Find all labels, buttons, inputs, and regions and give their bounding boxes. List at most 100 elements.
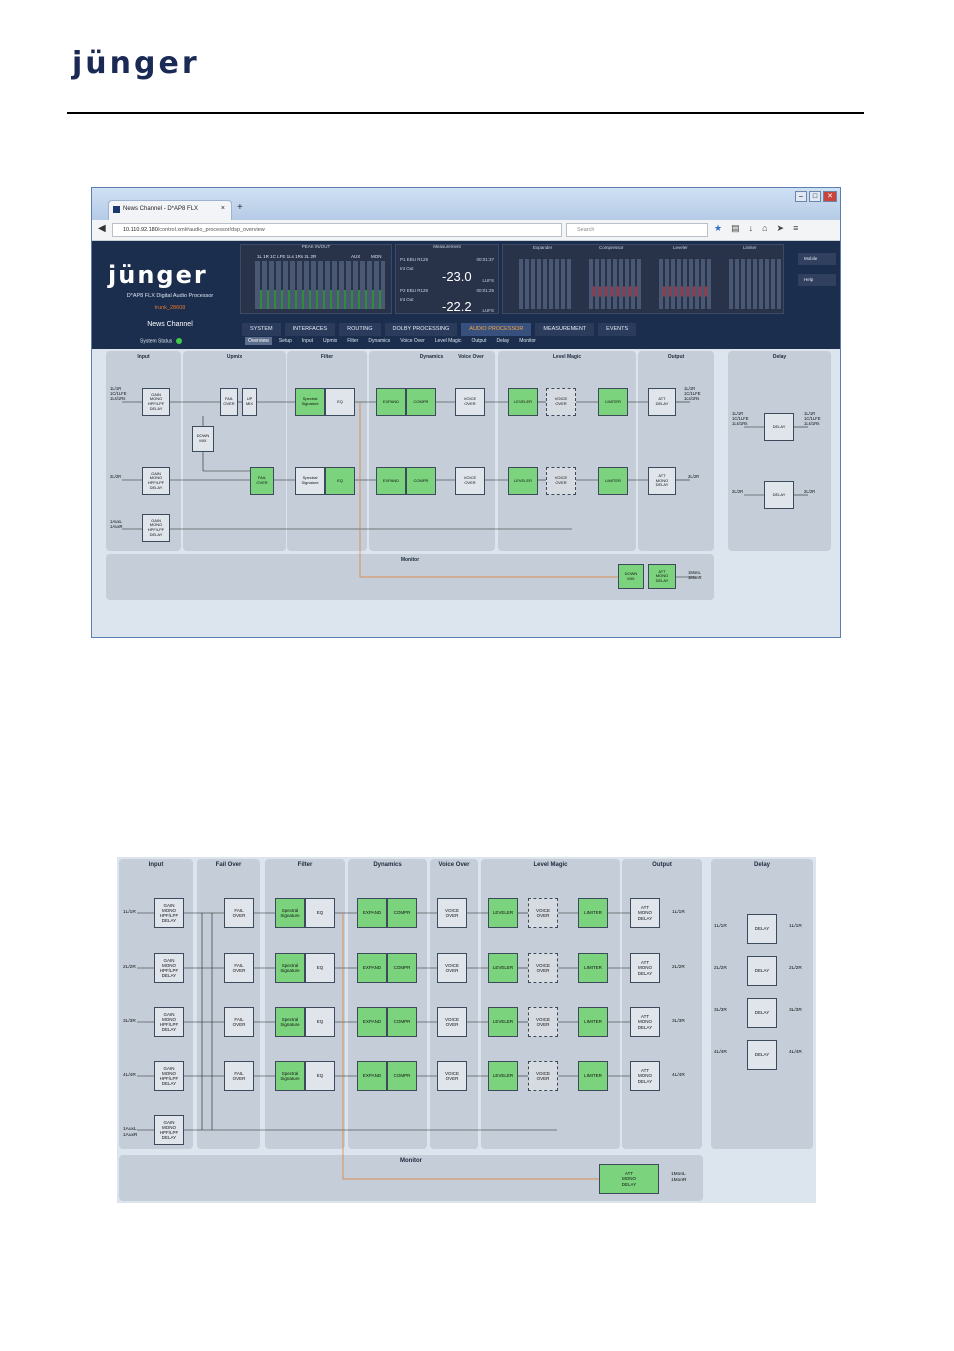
gain-block-2[interactable]: GAIN MONO HPF/LPF DELAY <box>142 467 170 495</box>
gain-block-3[interactable]: GAIN MONO HPF/LPF DELAY <box>142 514 170 542</box>
gain-block-aux[interactable]: GAIN MONO HPF/LPF DELAY <box>154 1115 184 1145</box>
bookmark-star-icon[interactable]: ★ <box>714 223 732 233</box>
minimize-icon[interactable]: – <box>795 191 807 202</box>
voiceover-block[interactable]: VOICE OVER <box>437 953 467 983</box>
failover-block[interactable]: FAIL OVER <box>224 898 254 928</box>
limiter-block[interactable]: LIMITER <box>578 1061 608 1091</box>
menu-item-interfaces[interactable]: INTERFACES <box>284 323 336 336</box>
voiceover-block-dash[interactable]: VOICE OVER <box>528 1007 558 1037</box>
leveler-block[interactable]: LEVELER <box>488 1007 518 1037</box>
att-block[interactable]: ATT DELAY <box>648 388 676 416</box>
home-icon[interactable]: ⌂ <box>762 223 777 233</box>
menu-item-routing[interactable]: ROUTING <box>339 323 381 336</box>
failover-block[interactable]: FAIL OVER <box>224 953 254 983</box>
eq-block[interactable]: EQ <box>305 1007 335 1037</box>
compr-block-2[interactable]: COMPR <box>406 467 436 495</box>
voiceover-block[interactable]: VOICE OVER <box>455 388 485 416</box>
voiceover-block-dash[interactable]: VOICE OVER <box>528 898 558 928</box>
gain-block[interactable]: GAIN MONO HPF/LPF DELAY <box>154 898 184 928</box>
leveler-block[interactable]: LEVELER <box>488 898 518 928</box>
submenu-monitor[interactable]: Monitor <box>519 338 536 344</box>
spectral-block[interactable]: Spectral Signature <box>295 388 325 416</box>
menu-item-events[interactable]: EVENTS <box>598 323 637 336</box>
expand-block[interactable]: EXPAND <box>357 1007 387 1037</box>
spectral-block[interactable]: Spectral Signature <box>275 1061 305 1091</box>
help-button[interactable]: Help <box>798 274 836 286</box>
new-tab-button[interactable]: + <box>237 202 243 213</box>
att-mono-block[interactable]: ATT MONO DELAY <box>648 467 676 495</box>
limiter-block[interactable]: LIMITER <box>578 953 608 983</box>
failover-block[interactable]: FAIL OVER <box>224 1007 254 1037</box>
submenu-overview[interactable]: Overview <box>245 337 272 345</box>
url-bar[interactable]: 10.110.92.180/control.xml#audio_processo… <box>112 223 562 237</box>
gain-block[interactable]: GAIN MONO HPF/LPF DELAY <box>154 953 184 983</box>
delay-block-2[interactable]: DELAY <box>764 481 794 509</box>
leveler-block[interactable]: LEVELER <box>508 388 538 416</box>
att-block[interactable]: ATT MONO DELAY <box>630 953 660 983</box>
expand-block[interactable]: EXPAND <box>357 953 387 983</box>
compr-block[interactable]: COMPR <box>387 898 417 928</box>
voiceover-block-2-dash[interactable]: VOICE OVER <box>546 467 576 495</box>
eq-block[interactable]: EQ <box>305 898 335 928</box>
menu-item-measurement[interactable]: MEASUREMENT <box>535 323 595 336</box>
compr-block[interactable]: COMPR <box>387 1061 417 1091</box>
delay-block[interactable]: DELAY <box>747 914 777 944</box>
gain-block[interactable]: GAIN MONO HPF/LPF DELAY <box>154 1007 184 1037</box>
download-icon[interactable]: ↓ <box>748 223 763 233</box>
submenu-filter[interactable]: Filter <box>347 338 359 344</box>
compr-block[interactable]: COMPR <box>387 953 417 983</box>
spectral-block[interactable]: Spectral Signature <box>275 1007 305 1037</box>
gain-block[interactable]: GAIN MONO HPF/LPF DELAY <box>154 1061 184 1091</box>
voiceover-block[interactable]: VOICE OVER <box>437 898 467 928</box>
att-block[interactable]: ATT MONO DELAY <box>630 898 660 928</box>
voiceover-block-2[interactable]: VOICE OVER <box>455 467 485 495</box>
submenu-level-magic[interactable]: Level Magic <box>434 338 462 344</box>
leveler-block-2[interactable]: LEVELER <box>508 467 538 495</box>
send-icon[interactable]: ➤ <box>776 223 794 233</box>
att-block[interactable]: ATT MONO DELAY <box>630 1061 660 1091</box>
monitor-downmix-block[interactable]: DOWN MIX <box>618 564 644 589</box>
eq-block[interactable]: EQ <box>305 953 335 983</box>
gain-block[interactable]: GAIN MONO HPF/LPF DELAY <box>142 388 170 416</box>
limiter-block[interactable]: LIMITER <box>578 898 608 928</box>
failover-block[interactable]: FAIL OVER <box>220 388 238 416</box>
failover-block-2[interactable]: FAIL OVER <box>250 467 274 495</box>
delay-block[interactable]: DELAY <box>747 956 777 986</box>
delay-block[interactable]: DELAY <box>764 413 794 441</box>
submenu-delay[interactable]: Delay <box>496 338 510 344</box>
menu-icon[interactable]: ≡ <box>793 223 808 233</box>
eq-block-2[interactable]: EQ <box>325 467 355 495</box>
compr-block[interactable]: COMPR <box>387 1007 417 1037</box>
menu-item-audio-processor[interactable]: AUDIO PROCESSOR <box>461 323 532 336</box>
eq-block[interactable]: EQ <box>325 388 355 416</box>
voiceover-block[interactable]: VOICE OVER <box>437 1061 467 1091</box>
expand-block[interactable]: EXPAND <box>376 388 406 416</box>
browser-tab[interactable]: News Channel - D*AP8 FLX × <box>108 200 232 220</box>
spectral-block-2[interactable]: Spectral Signature <box>295 467 325 495</box>
eq-block[interactable]: EQ <box>305 1061 335 1091</box>
downmix-block[interactable]: DOWN MIX <box>192 426 214 452</box>
submenu-setup[interactable]: Setup <box>278 338 292 344</box>
menu-item-system[interactable]: SYSTEM <box>242 323 281 336</box>
limiter-block-2[interactable]: LIMITER <box>598 467 628 495</box>
limiter-block[interactable]: LIMITER <box>578 1007 608 1037</box>
spectral-block[interactable]: Spectral Signature <box>275 898 305 928</box>
leveler-block[interactable]: LEVELER <box>488 1061 518 1091</box>
tab-close-icon[interactable]: × <box>220 205 225 212</box>
submenu-output[interactable]: Output <box>471 338 487 344</box>
submenu-upmix[interactable]: Upmix <box>323 338 338 344</box>
expand-block-2[interactable]: EXPAND <box>376 467 406 495</box>
voiceover-block-dash[interactable]: VOICE OVER <box>528 1061 558 1091</box>
menu-item-dolby-processing[interactable]: DOLBY PROCESSING <box>384 323 458 336</box>
monitor-att-block[interactable]: ATT MONO DELAY <box>599 1164 659 1194</box>
compr-block[interactable]: COMPR <box>406 388 436 416</box>
voiceover-block[interactable]: VOICE OVER <box>437 1007 467 1037</box>
submenu-voice-over[interactable]: Voice Over <box>400 338 425 344</box>
submenu-dynamics[interactable]: Dynamics <box>368 338 391 344</box>
search-input[interactable]: Search <box>566 223 708 237</box>
delay-block[interactable]: DELAY <box>747 998 777 1028</box>
maximize-icon[interactable]: □ <box>809 191 821 202</box>
failover-block[interactable]: FAIL OVER <box>224 1061 254 1091</box>
monitor-att-block[interactable]: ATT MONO DELAY <box>648 564 676 589</box>
delay-block[interactable]: DELAY <box>747 1040 777 1070</box>
